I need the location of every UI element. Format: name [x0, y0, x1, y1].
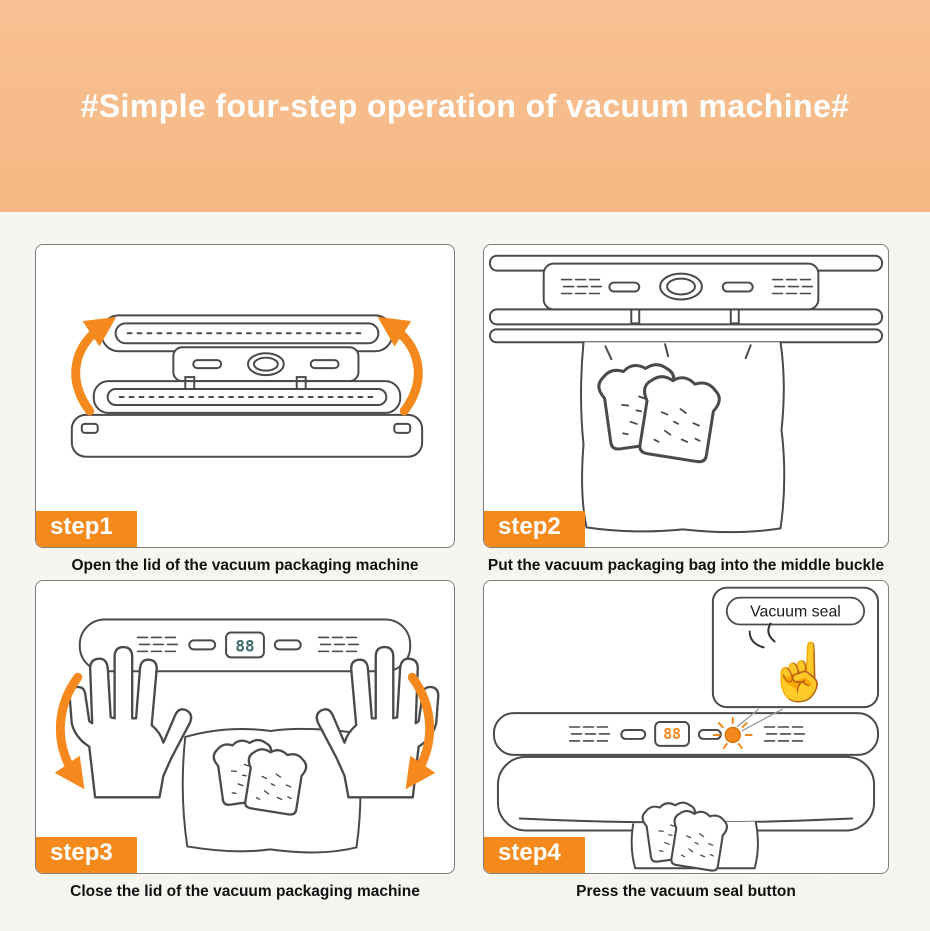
machine-display: 88 [663, 725, 681, 743]
tap-hand-icon: ☝ [766, 638, 835, 705]
step3-caption: Close the lid of the vacuum packaging ma… [70, 883, 420, 900]
vacuum-seal-button[interactable] [712, 717, 753, 749]
step4-caption: Press the vacuum seal button [576, 883, 796, 900]
step2-badge: step2 [484, 511, 585, 547]
tap-motion-arcs-icon [748, 622, 776, 649]
header-banner: #Simple four-step operation of vacuum ma… [0, 0, 930, 212]
step3-panel: 88 step3 [35, 580, 455, 874]
step2-block: step2 Put the vacuum packaging bag into … [483, 244, 889, 575]
step1-caption: Open the lid of the vacuum packaging mac… [71, 557, 419, 574]
step4-badge: step4 [484, 837, 585, 873]
step2-panel: step2 [483, 244, 889, 548]
open-arrow-left-icon [71, 316, 117, 416]
press-arrow-left-icon [54, 672, 85, 790]
machine-display: 88 [235, 636, 254, 655]
step1-badge: step1 [36, 511, 137, 547]
step3-block: 88 step3 Close the lid of the vacuum pac… [35, 580, 455, 901]
press-seal-illustration: 88 Vacuum seal ☝ [492, 586, 880, 873]
bag-insert-illustration [488, 254, 884, 534]
step1-panel: step1 [35, 244, 455, 548]
step1-block: step1 Open the lid of the vacuum packagi… [35, 244, 455, 575]
step2-caption: Put the vacuum packaging bag into the mi… [487, 557, 885, 574]
callout-leader-lines [736, 708, 783, 732]
open-arrow-right-icon [377, 316, 423, 416]
close-lid-illustration: 88 [54, 618, 440, 854]
open-machine-illustration [70, 314, 424, 458]
press-arrow-right-icon [405, 672, 436, 790]
vacuum-seal-label: Vacuum seal [750, 604, 841, 621]
page-title: #Simple four-step operation of vacuum ma… [80, 87, 850, 124]
step4-panel: 88 Vacuum seal ☝ step4 [483, 580, 889, 874]
step4-block: 88 Vacuum seal ☝ step4 Press the vacuum … [483, 580, 889, 901]
vacuum-seal-callout: Vacuum seal ☝ [711, 586, 880, 709]
step3-badge: step3 [36, 837, 137, 873]
